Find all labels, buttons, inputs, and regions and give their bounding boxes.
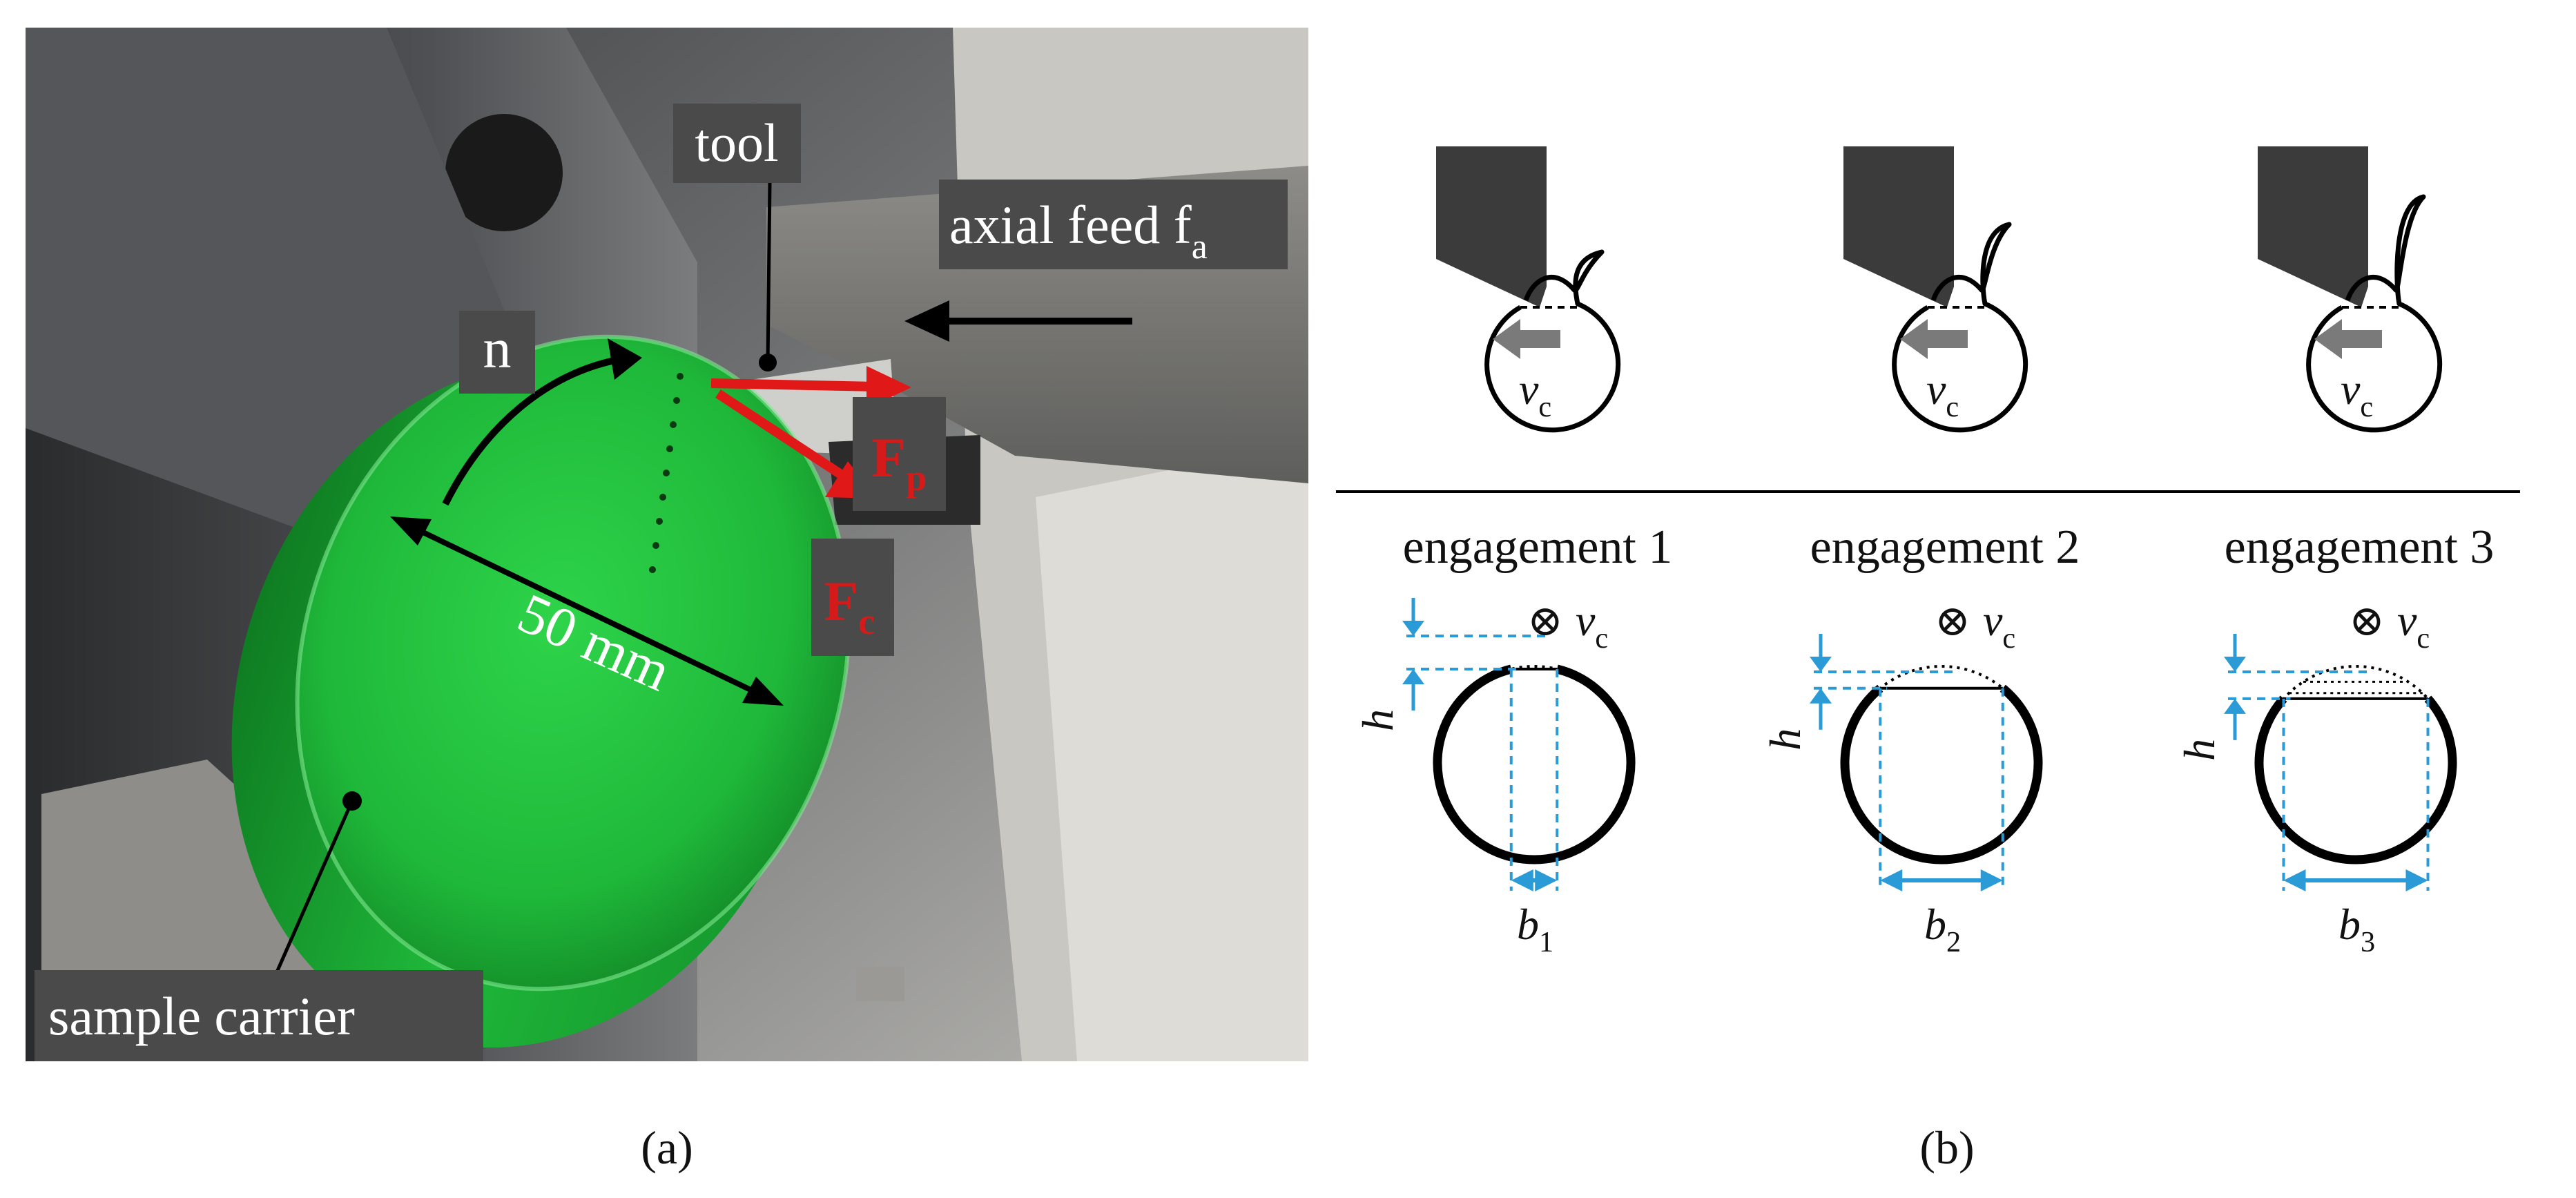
panel-a-photo: tool axial feed fa n Fp Fc 50 mm sample … [26,28,1308,1061]
force-c-arrow [715,389,852,484]
width-arrowhead-right [2405,869,2428,891]
width-arrowhead-left [1511,869,1533,891]
rotation-arrowhead [608,338,642,380]
cross-symbol: ⊗ [2349,598,2385,645]
chip-outline [1892,222,2028,433]
velocity-arrow-head [1900,319,1928,359]
height-label: h [1353,709,1402,731]
chip-outline [1484,249,1621,433]
diameter-arrowhead-left [390,516,432,545]
width-arrowhead-right [1535,869,1558,891]
engagement-2: vc engagement 2 h b2 ⊗ vc [1761,146,2080,958]
cutting-tool [1843,146,1954,307]
velocity-label: vc [1576,596,1608,655]
velocity-arrow-body [2341,330,2382,348]
height-arrowhead-top [1810,657,1832,672]
height-label: h [2175,739,2224,761]
velocity-label: vc [2341,365,2373,423]
engagement-title: engagement 2 [1810,521,2080,574]
diameter-arrowhead-right [742,677,784,706]
velocity-arrow-head [2314,319,2342,359]
velocity-arrow-body [1926,330,1968,348]
axial-feed-label-box [939,180,1288,269]
velocity-label: vc [1926,365,1959,423]
cross-symbol: ⊗ [1935,598,1970,645]
cross-symbol: ⊗ [1527,598,1563,645]
cutting-tool [2258,146,2368,307]
width-arrowhead-right [1980,869,2003,891]
carrier-pointer [274,800,354,975]
width-arrowhead-left [2283,869,2306,891]
remaining-profile [2254,695,2457,864]
sample-carrier-face [297,336,849,989]
height-arrowhead-bottom [2224,698,2246,714]
chuck-jaw [26,28,525,539]
velocity-label: vc [2397,596,2430,655]
height-arrowhead-bottom [1810,688,1832,704]
width-label: b3 [2338,900,2375,958]
width-arrowhead-left [1880,869,1903,891]
carrier-pointer-dot [342,791,362,811]
caption-b: (b) [1919,1121,1974,1174]
height-arrowhead-top [2224,657,2246,672]
rotation-arrow [442,356,622,506]
cutting-tool [1436,146,1547,307]
axial-feed-arrowhead [904,300,949,342]
chuck-hole [445,114,563,231]
engagement-title: engagement 1 [1403,521,1673,574]
width-label: b1 [1517,900,1553,958]
remaining-profile [1840,684,2043,864]
tool-pointer-dot [759,354,777,371]
sample-carrier-label: sample carrier [48,986,355,1046]
engagement-title: engagement 3 [2225,521,2495,574]
sample-carrier-label-box [35,970,483,1061]
velocity-arrow-body [1519,330,1560,348]
tool-pointer [766,182,772,363]
force-p-arrow [710,378,878,392]
velocity-label: vc [1519,365,1551,423]
velocity-arrow-head [1493,319,1520,359]
diameter-line [406,522,768,700]
force-c-label: Fc [824,570,875,642]
engagement-3: vc engagement 3 h b3 ⊗ vc [2175,146,2494,958]
housing-bolt [856,967,904,1001]
axial-feed-label: axial feed fa [949,195,1208,267]
force-p-label-box [853,397,946,511]
force-c-label-box [811,539,894,656]
caption-a: (a) [641,1121,693,1174]
velocity-label: vc [1983,596,2015,655]
tool-label: tool [695,113,778,173]
height-arrowhead-bottom [1402,669,1424,684]
chip-outline [2306,194,2443,433]
width-label: b2 [1924,900,1961,958]
housing-panel [1036,442,1308,1061]
height-arrowhead-top [1402,621,1424,636]
remaining-profile [1433,664,1636,864]
force-p-label: Fp [871,426,927,499]
rotation-label: n [483,317,512,380]
engagement-1: vc engagement 1 h b1 ⊗ vc [1353,146,1672,958]
rotation-label-box [459,311,535,394]
engagement-dots [649,373,684,573]
height-label: h [1761,728,1810,751]
tool-label-box [673,104,801,183]
